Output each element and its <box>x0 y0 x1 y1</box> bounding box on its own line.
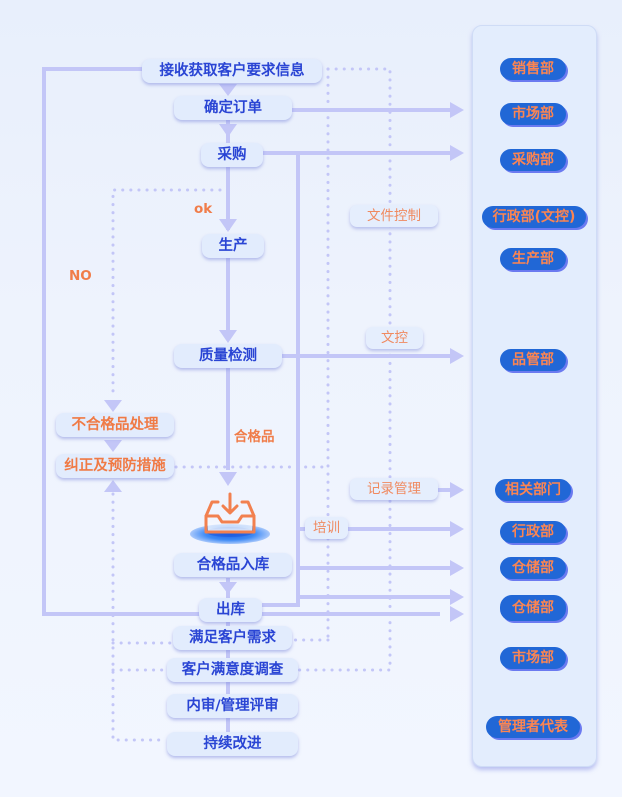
flow-step-satisfaction-survey[interactable]: 客户满意度调查 <box>167 658 298 682</box>
flow-step-continuous-improvement[interactable]: 持续改进 <box>167 732 298 756</box>
department-panel <box>472 25 597 767</box>
tag-record-management[interactable]: 记录管理 <box>350 478 438 500</box>
dept-production[interactable]: 生产部 <box>500 248 566 270</box>
flow-step-production[interactable]: 生产 <box>202 234 264 258</box>
flow-step-confirm-order[interactable]: 确定订单 <box>174 96 292 120</box>
dept-management-rep[interactable]: 管理者代表 <box>486 716 580 738</box>
tag-document-control[interactable]: 文件控制 <box>350 205 438 227</box>
dept-purchasing[interactable]: 采购部 <box>500 149 566 171</box>
dept-marketing[interactable]: 市场部 <box>500 103 566 125</box>
flow-step-qualified-warehousing[interactable]: 合格品入库 <box>174 553 292 577</box>
label-ok: ok <box>194 201 213 217</box>
inbox-tray-icon <box>190 492 270 544</box>
dept-quality[interactable]: 品管部 <box>500 349 566 371</box>
flow-step-corrective-preventive[interactable]: 纠正及预防措施 <box>56 454 174 478</box>
dept-sales[interactable]: 销售部 <box>500 58 566 80</box>
label-no: NO <box>69 268 92 284</box>
dept-related[interactable]: 相关部门 <box>495 479 571 501</box>
flow-step-purchase[interactable]: 采购 <box>201 143 263 167</box>
tag-training[interactable]: 培训 <box>305 517 348 539</box>
dept-warehouse-1[interactable]: 仓储部 <box>500 557 566 579</box>
flow-step-outbound[interactable]: 出库 <box>199 598 262 622</box>
flow-step-receive-requirements[interactable]: 接收获取客户要求信息 <box>142 59 322 83</box>
tag-doc-control-short[interactable]: 文控 <box>366 327 423 349</box>
dept-admin-doc-control[interactable]: 行政部(文控) <box>482 206 586 228</box>
flow-step-nonconforming-handling[interactable]: 不合格品处理 <box>56 413 174 437</box>
dept-admin[interactable]: 行政部 <box>500 521 566 543</box>
flow-step-quality-inspection[interactable]: 质量检测 <box>174 344 282 368</box>
flow-step-meet-customer-needs[interactable]: 满足客户需求 <box>173 626 292 650</box>
flow-step-internal-audit[interactable]: 内审/管理评审 <box>167 694 298 718</box>
dept-marketing-2[interactable]: 市场部 <box>500 647 566 669</box>
label-qualified: 合格品 <box>234 429 275 445</box>
dept-warehouse-2[interactable]: 仓储部 <box>500 595 566 621</box>
